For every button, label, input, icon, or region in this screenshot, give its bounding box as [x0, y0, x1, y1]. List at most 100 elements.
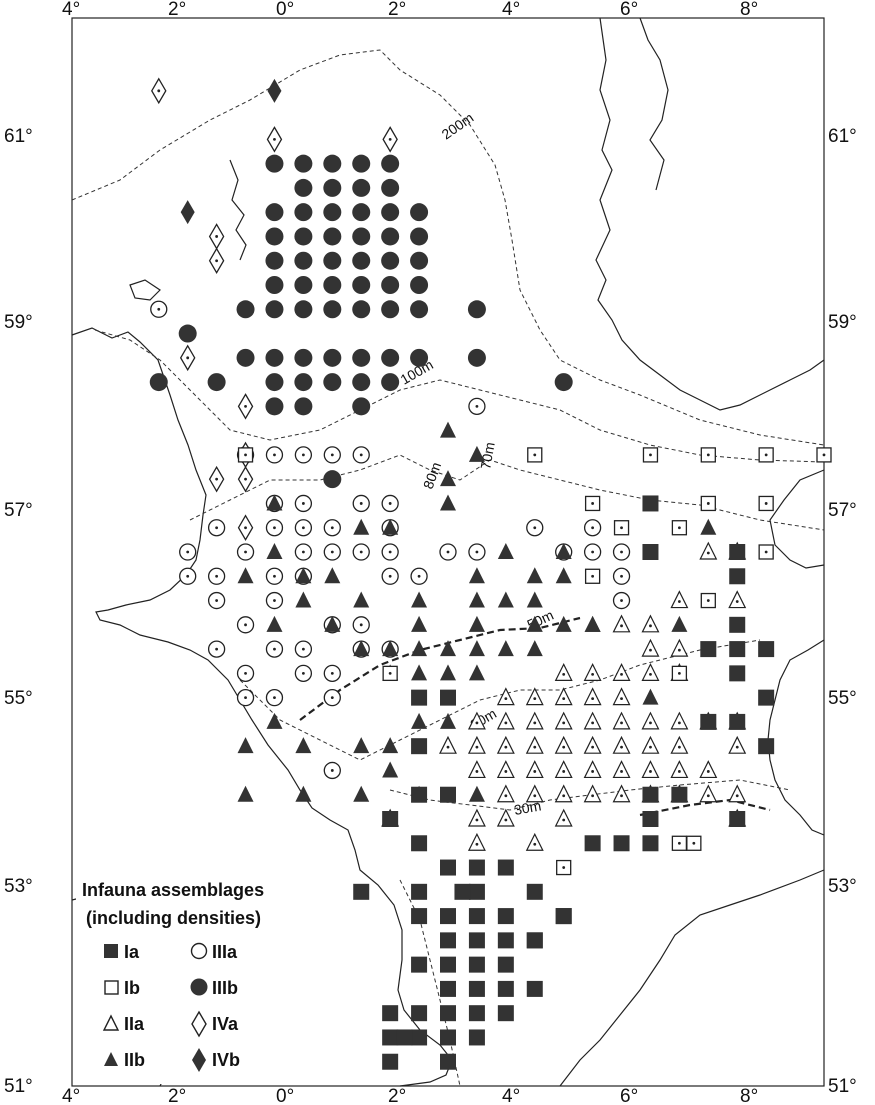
station-ia-24: [411, 1005, 428, 1022]
station-iia-59-center-dot: [562, 721, 566, 725]
station-iib-26: [526, 615, 543, 632]
station-iia-50: [699, 541, 718, 560]
station-iia-48-center-dot: [735, 745, 739, 749]
station-ia-6: [468, 859, 485, 876]
station-iib-5: [353, 518, 370, 535]
station-iiib-44: [294, 348, 313, 367]
station-ia-37: [396, 1029, 413, 1046]
station-iiia-48-center-dot: [273, 696, 276, 700]
station-iiib-18: [352, 227, 371, 246]
station-iib-43: [353, 737, 370, 754]
station-iiia-45-center-dot: [301, 671, 305, 675]
station-ia-48: [642, 786, 659, 803]
station-ia-16: [440, 956, 456, 973]
station-iiia-24-center-dot: [446, 550, 450, 554]
station-ib-6-center-dot: [591, 502, 595, 505]
station-ib-19-center-dot: [692, 841, 696, 845]
station-iib-39: [468, 664, 485, 681]
station-ib-8-center-dot: [706, 502, 710, 505]
station-ia-65: [555, 908, 572, 925]
station-iia-3-center-dot: [475, 745, 479, 749]
station-iiib-17: [323, 227, 342, 246]
station-iib-9: [555, 543, 572, 559]
station-ia-43: [584, 835, 601, 852]
station-iia-20-center-dot: [504, 794, 508, 798]
station-iiia-21-center-dot: [330, 550, 334, 554]
station-iva-2-center-dot: [388, 137, 392, 141]
station-iia-62-center-dot: [649, 721, 652, 725]
station-iiia-22-center-dot: [359, 550, 363, 554]
station-ia-44: [613, 835, 630, 852]
station-iva-1-center-dot: [273, 137, 276, 141]
station-iiia-19-center-dot: [244, 550, 247, 554]
legend-open-circle-icon: [190, 942, 208, 960]
station-iia-33-center-dot: [533, 697, 537, 701]
legend-label-iia: IIa: [124, 1014, 145, 1034]
station-ib-0-center-dot: [244, 453, 247, 457]
station-ia-50: [700, 713, 717, 730]
station-iiib-48: [410, 348, 429, 367]
station-iiib-46: [352, 348, 371, 367]
lon-label-bottom-2e: 2°: [388, 1086, 406, 1105]
station-ia-2: [411, 835, 428, 852]
station-iiib-36: [323, 300, 342, 319]
station-ia-63: [454, 883, 471, 900]
lat-label-right-57: 57°: [828, 500, 857, 521]
lon-label-bottom-4e: 4°: [502, 1086, 520, 1105]
station-iia-60-center-dot: [591, 721, 595, 725]
station-iiia-39-center-dot: [359, 623, 363, 627]
station-iva-5-center-dot: [186, 356, 190, 360]
station-iib-2: [440, 470, 456, 487]
station-iib-20: [497, 591, 514, 608]
station-iia-23-center-dot: [591, 794, 595, 798]
lon-label-bottom-4w: 4°: [62, 1086, 80, 1105]
station-iiia-47-center-dot: [244, 696, 247, 700]
station-iiib-59: [294, 397, 313, 416]
station-iiia-5-center-dot: [359, 453, 363, 457]
station-ia-15: [440, 932, 456, 949]
station-ib-17-center-dot: [677, 671, 681, 675]
station-iia-40-center-dot: [620, 672, 623, 676]
station-iiia-6-center-dot: [475, 404, 479, 408]
station-iib-4: [266, 494, 283, 511]
lon-label-bottom-2w: 2°: [168, 1086, 186, 1105]
station-iiib-20: [410, 227, 429, 246]
station-iiia-18-center-dot: [186, 550, 190, 554]
legend-filled-triangle-icon: [104, 1052, 118, 1066]
station-iib-19: [468, 591, 485, 608]
station-iiia-23-center-dot: [388, 550, 392, 554]
station-iib-18: [411, 591, 428, 608]
station-ia-23: [382, 1005, 399, 1022]
station-iiia-44-center-dot: [244, 671, 247, 675]
station-iia-17-center-dot: [649, 770, 652, 773]
station-iiia-10-center-dot: [388, 502, 392, 505]
station-iia-39-center-dot: [591, 672, 595, 676]
station-iia-1: [467, 832, 486, 851]
station-iiib-25: [381, 251, 400, 270]
station-ivb-0: [180, 200, 195, 225]
station-iia-61-center-dot: [620, 721, 623, 725]
station-iib-12: [324, 567, 341, 584]
station-iiib-38: [381, 300, 400, 319]
station-iiib-55: [352, 373, 371, 392]
station-iiib-41: [178, 324, 197, 343]
station-iiib-51: [207, 373, 226, 392]
lat-label-right-53: 53°: [828, 876, 857, 897]
station-iib-46: [642, 688, 659, 705]
lat-label-left-53: 53°: [4, 876, 33, 897]
legend-label-iiib: IIIb: [212, 978, 238, 998]
station-ia-54: [758, 641, 775, 658]
station-ia-40: [440, 786, 456, 803]
station-iib-51: [468, 785, 485, 802]
station-iia-30-center-dot: [533, 842, 537, 846]
station-iib-8: [497, 543, 514, 559]
station-ia-17: [468, 932, 485, 949]
station-iib-42: [440, 712, 456, 729]
station-ia-13: [411, 908, 428, 925]
station-iia-53-center-dot: [677, 600, 681, 603]
station-ia-61: [642, 544, 659, 560]
station-iiib-39: [410, 300, 429, 319]
station-iib-23: [324, 615, 341, 632]
station-ia-7: [468, 883, 485, 900]
station-ia-27: [468, 980, 485, 997]
